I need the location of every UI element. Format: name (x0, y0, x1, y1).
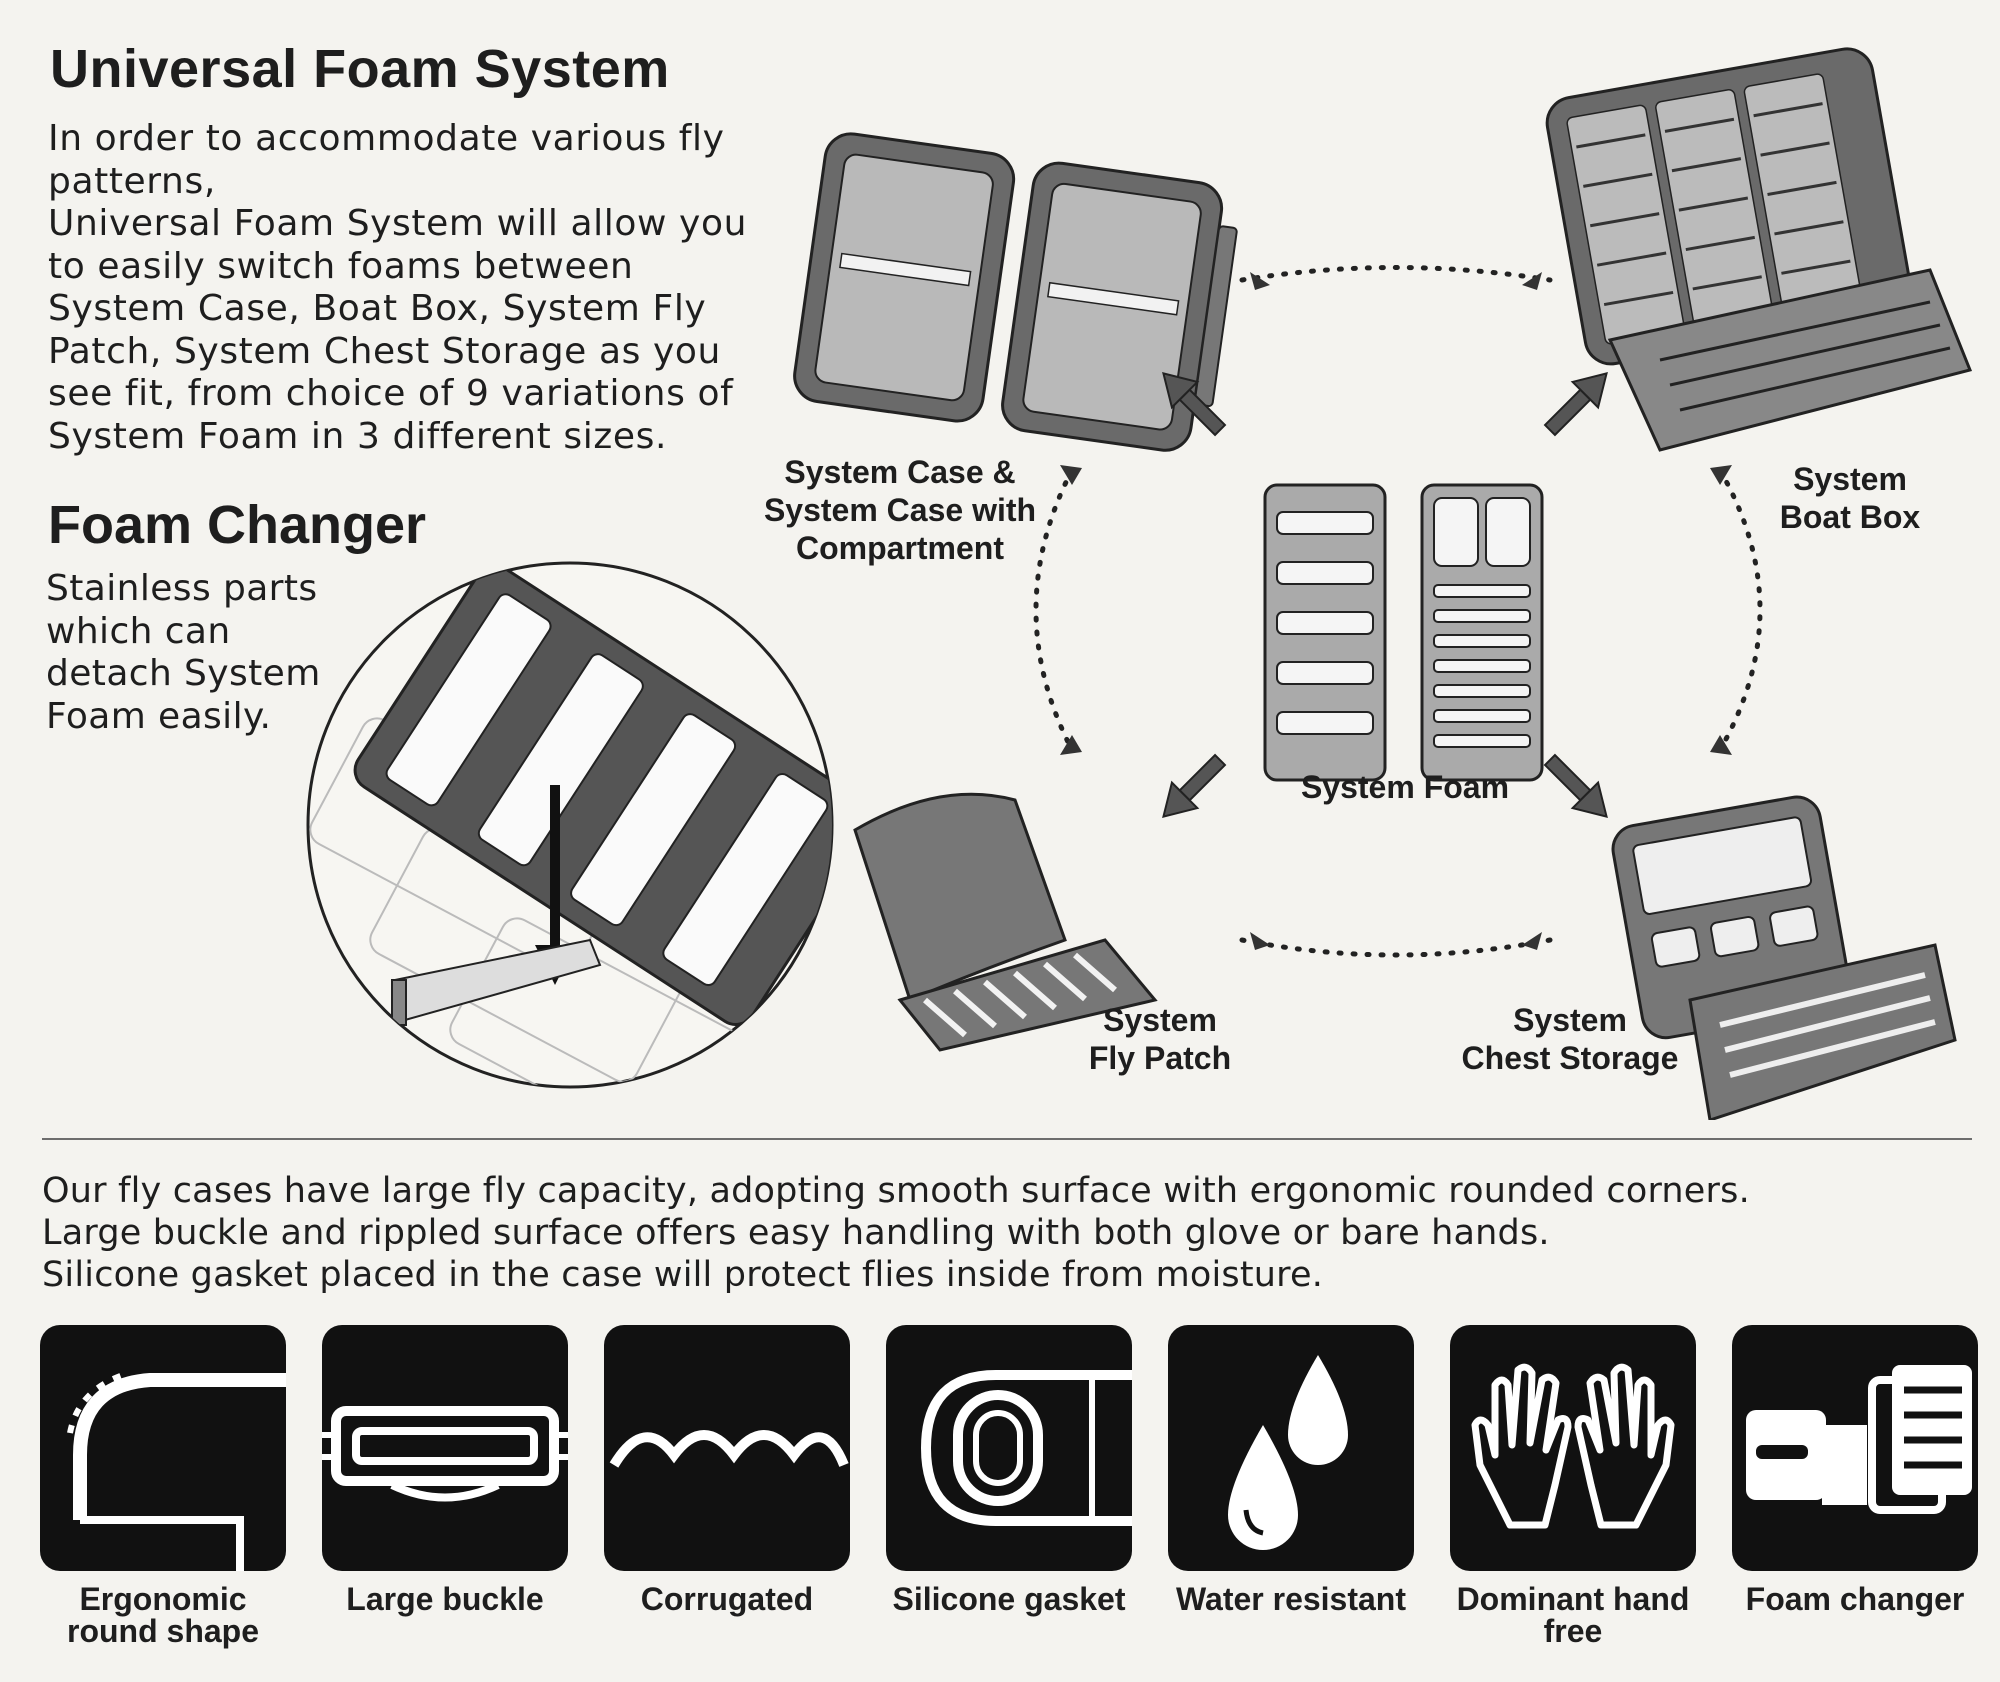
desc-line: to easily switch foams between (48, 245, 634, 287)
universal-foam-title: Universal Foam System (50, 39, 670, 99)
corrugated-icon (604, 1325, 850, 1571)
desc-line: Foam easily. (46, 695, 272, 737)
features-paragraph: Our fly cases have large fly capacity, a… (42, 1170, 1750, 1296)
desc-line: see fit, from choice of 9 variations of (48, 373, 734, 414)
system-foam-label: System Foam (1300, 769, 1510, 805)
hands-icon (1450, 1325, 1696, 1571)
system-foam-illustration (1263, 483, 1544, 782)
foam-changer-illustration (306, 561, 834, 1089)
desc-line: Patch, System Chest Storage as you (48, 330, 721, 372)
label-line: Boat Box (1779, 499, 1921, 535)
desc-line: System Foam in 3 different sizes. (48, 415, 668, 457)
label-line: Compartment (795, 530, 1004, 566)
water-drops-icon (1168, 1325, 1414, 1571)
desc-line: which can (46, 610, 231, 652)
label-line: Fly Patch (1088, 1040, 1232, 1076)
fly-patch-illustration (853, 792, 1158, 1052)
foam-system-diagram (793, 47, 1973, 1120)
boat-box-illustration (1545, 47, 1973, 452)
foam-changer-icon (1732, 1325, 1978, 1571)
ergonomic-shape-icon (40, 1325, 286, 1571)
desc-line: detach System (46, 653, 321, 694)
label-line: round shape (66, 1613, 259, 1649)
paragraph-line: Silicone gasket placed in the case will … (42, 1255, 1324, 1295)
fly-patch-label: System Fly Patch (1075, 1001, 1245, 1077)
desc-line: In order to accommodate various fly (48, 118, 725, 159)
feature-label-hands: Dominant hand free (1456, 1581, 1690, 1649)
label-line: System (1513, 1002, 1627, 1038)
feature-label-buckle: Large buckle (346, 1581, 544, 1617)
gasket-icon (886, 1325, 1132, 1571)
feature-label-ergonomic: Ergonomic round shape (28, 1583, 298, 1647)
label-line: System Case with (763, 492, 1037, 528)
paragraph-line: Our fly cases have large fly capacity, a… (42, 1171, 1750, 1211)
section-divider (42, 1138, 1972, 1140)
feature-label-water: Water resistant (1176, 1581, 1406, 1617)
system-case-illustration (793, 132, 1238, 452)
feature-label-gasket: Silicone gasket (892, 1581, 1126, 1617)
foam-changer-title: Foam Changer (48, 495, 427, 555)
desc-line: Stainless parts (46, 568, 318, 609)
label-line: Chest Storage (1461, 1040, 1679, 1076)
paragraph-line: Large buckle and rippled surface offers … (42, 1213, 1550, 1253)
chest-storage-label: System Chest Storage (1440, 1001, 1700, 1077)
feature-label-foam-changer: Foam changer (1745, 1581, 1965, 1617)
label-line: System (1103, 1002, 1217, 1038)
buckle-icon (322, 1325, 568, 1571)
label-line: System Case & (784, 454, 1016, 490)
desc-line: System Case, Boat Box, System Fly (48, 288, 707, 329)
label-line: Ergonomic (79, 1581, 247, 1617)
label-line: System (1793, 461, 1907, 497)
desc-line: patterns, (48, 160, 216, 202)
universal-foam-description: In order to accommodate various fly patt… (48, 118, 788, 458)
case-label: System Case & System Case with Compartme… (755, 453, 1045, 567)
feature-label-corrugated: Corrugated (640, 1581, 814, 1617)
foam-changer-description: Stainless parts which can detach System … (46, 568, 321, 738)
desc-line: Universal Foam System will allow you (48, 203, 748, 244)
chest-storage-illustration (1611, 795, 1957, 1120)
boat-box-label: System Boat Box (1765, 460, 1935, 536)
